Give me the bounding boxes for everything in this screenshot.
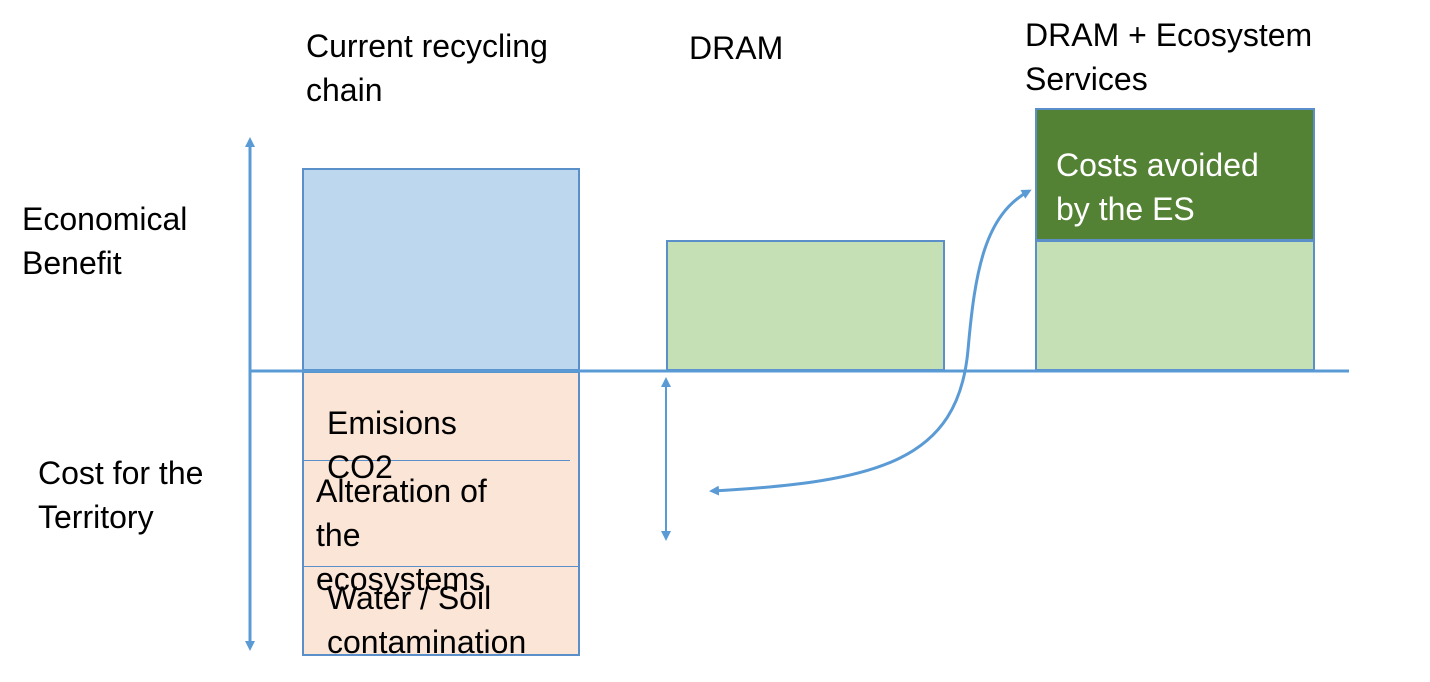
- dram-title: DRAM: [689, 30, 784, 66]
- alteration-ecosystems-label: Alteration of the ecosystems: [316, 473, 487, 597]
- economical-benefit-label: Economical Benefit: [22, 201, 188, 281]
- cost-divider-1: [302, 460, 570, 461]
- dram-es-title: DRAM + Ecosystem Services: [1025, 17, 1313, 97]
- es-connector-arrow: [709, 189, 1032, 496]
- emissions-co2-label: Emisions CO2: [327, 405, 457, 485]
- territory-cost-stack: [302, 371, 580, 656]
- costs-avoided-label: Costs avoided by the ES: [1056, 147, 1259, 227]
- cost-for-territory-label: Cost for the Territory: [38, 455, 204, 535]
- current-recycling-title: Current recycling chain: [306, 28, 548, 108]
- dram-es-benefit-bar: [1035, 240, 1315, 371]
- es-costs-avoided-bar: [1035, 108, 1315, 241]
- cost-divider-2: [302, 566, 580, 567]
- current-benefit-bar: [302, 168, 580, 371]
- water-soil-contamination-label: Water / Soil contamination: [327, 580, 527, 660]
